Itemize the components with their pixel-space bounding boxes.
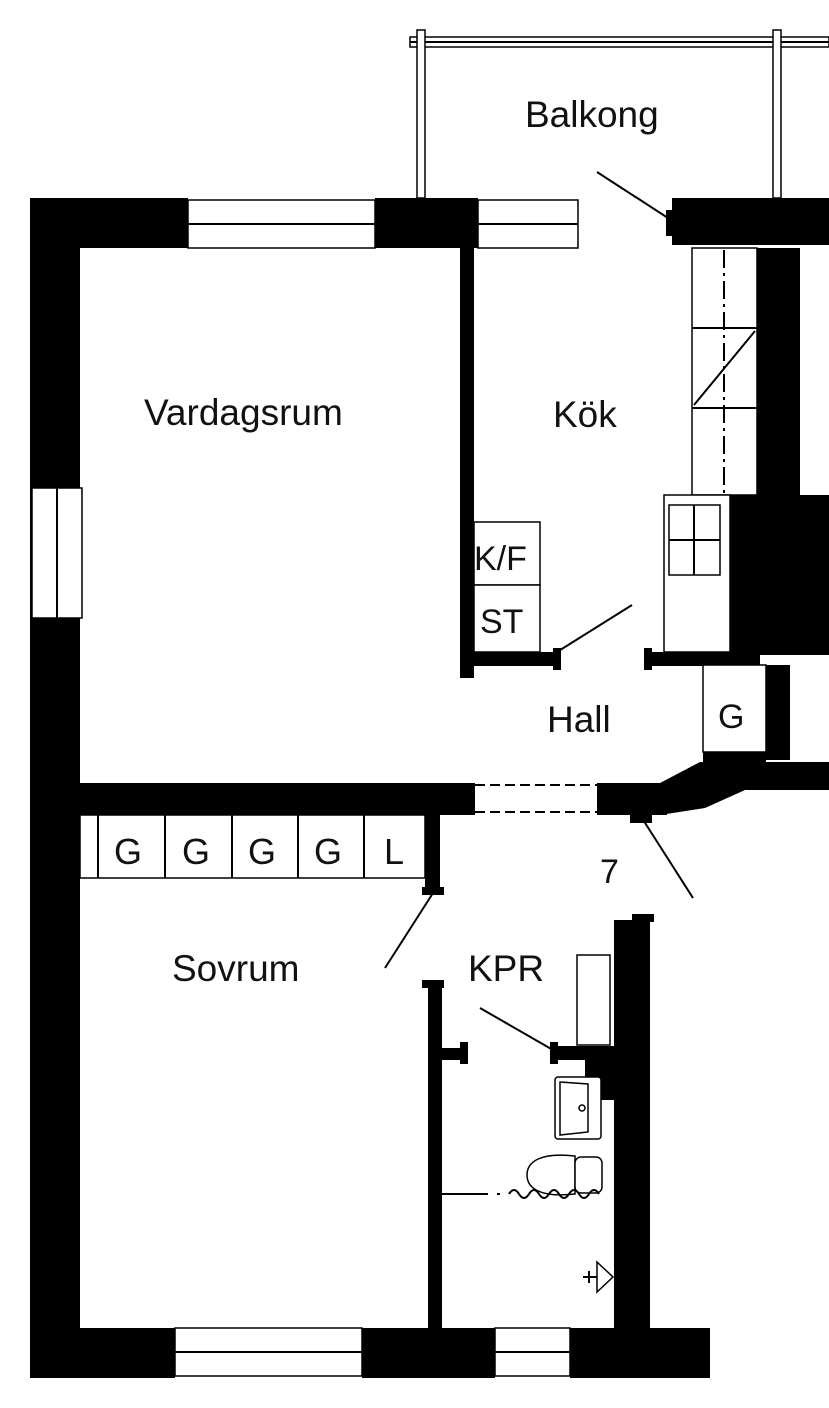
- wardrobes: [79, 814, 426, 879]
- linen-closet-label: L: [384, 831, 404, 872]
- room-label-kitchen: Kök: [553, 394, 617, 435]
- wardrobe-label: G: [182, 831, 210, 872]
- apartment-number: 7: [600, 853, 619, 891]
- walls: [30, 198, 829, 1378]
- bathtub-icon: [576, 954, 611, 1046]
- kitchen-sink: [663, 494, 731, 653]
- fixture-label-stove: ST: [480, 603, 523, 641]
- toilet-icon: [526, 1154, 603, 1196]
- room-label-living-room: Vardagsrum: [144, 392, 343, 433]
- fixture-label-hall-closet: G: [718, 698, 744, 736]
- hall-closet-box: [702, 664, 767, 753]
- washbasin-icon: [554, 1076, 602, 1140]
- windows: [31, 199, 597, 1377]
- wardrobe-label: G: [114, 831, 142, 872]
- shower-curtain-icon: [442, 1189, 600, 1199]
- room-label-bedroom: Sovrum: [172, 948, 299, 989]
- kitchen-counter: [691, 247, 758, 496]
- room-label-balcony: Balkong: [525, 94, 659, 135]
- wardrobe-label: G: [248, 831, 276, 872]
- wardrobe-label: G: [314, 831, 342, 872]
- room-label-bathroom: KPR: [468, 948, 544, 989]
- floor-drain-icon: [583, 1260, 615, 1294]
- fixture-label-fridge-freezer: K/F: [474, 540, 527, 578]
- stove-box: [473, 584, 541, 653]
- door-markers: [384, 171, 694, 1064]
- room-label-hall: Hall: [547, 699, 611, 740]
